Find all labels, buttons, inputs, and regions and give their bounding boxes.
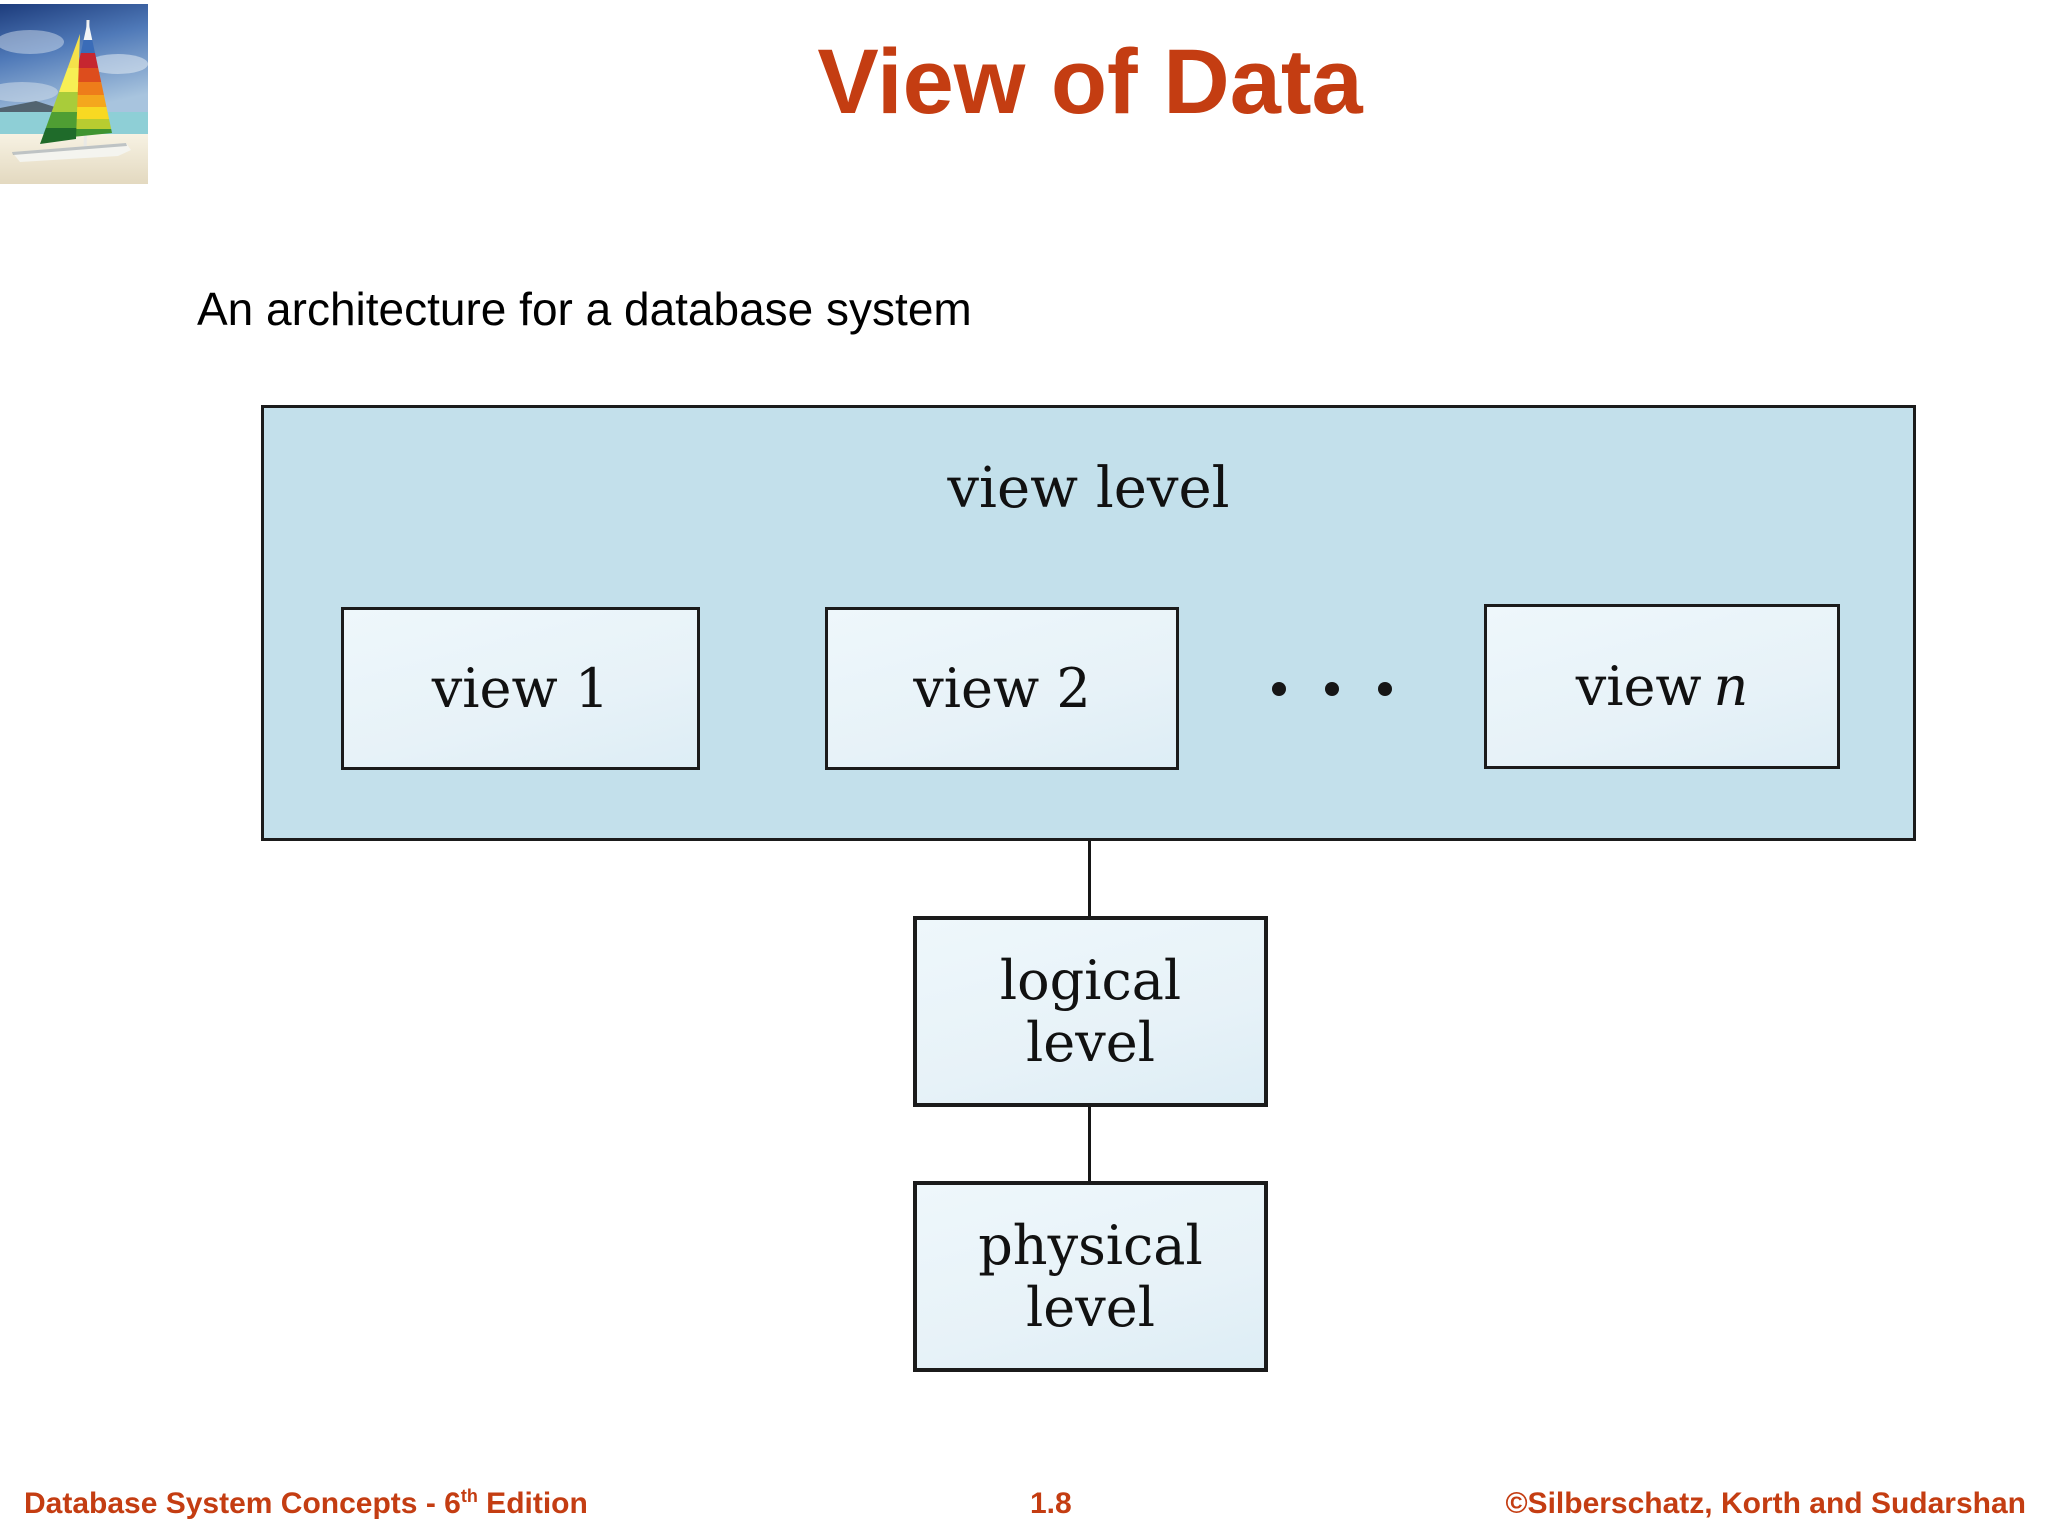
ellipsis-dots	[1272, 607, 1392, 770]
page-title: View of Data	[817, 31, 1363, 133]
dot-icon	[1325, 681, 1339, 696]
view-2-box: view 2	[825, 607, 1179, 770]
view-n-variable: n	[1713, 655, 1749, 718]
view-level-label: view level	[947, 456, 1230, 521]
logical-level-line1: logical	[999, 948, 1182, 1012]
view-1-box: view 1	[341, 607, 700, 770]
footer-superscript: th	[460, 1486, 478, 1506]
sailboat-icon	[0, 4, 148, 184]
dot-icon	[1272, 681, 1286, 696]
footer-copyright: ©Silberschatz, Korth and Sudarshan	[1505, 1487, 2026, 1520]
view-2-label: view 2	[913, 657, 1091, 720]
physical-level-box: physical level	[913, 1181, 1268, 1372]
physical-level-line2: level	[1026, 1275, 1155, 1339]
subtitle-text: An architecture for a database system	[197, 283, 972, 335]
logical-level-box: logical level	[913, 916, 1268, 1107]
sailboat-beach-logo	[0, 4, 148, 184]
connector-view-to-logical	[1088, 841, 1091, 916]
dot-icon	[1378, 681, 1392, 696]
logical-level-line2: level	[1026, 1010, 1155, 1074]
connector-logical-to-physical	[1088, 1107, 1091, 1181]
footer-page-number: 1.8	[1030, 1487, 1072, 1520]
view-1-label: view 1	[431, 657, 610, 720]
footer-book-title: Database System Concepts - 6th Edition	[24, 1486, 588, 1520]
physical-level-line1: physical	[978, 1213, 1203, 1277]
